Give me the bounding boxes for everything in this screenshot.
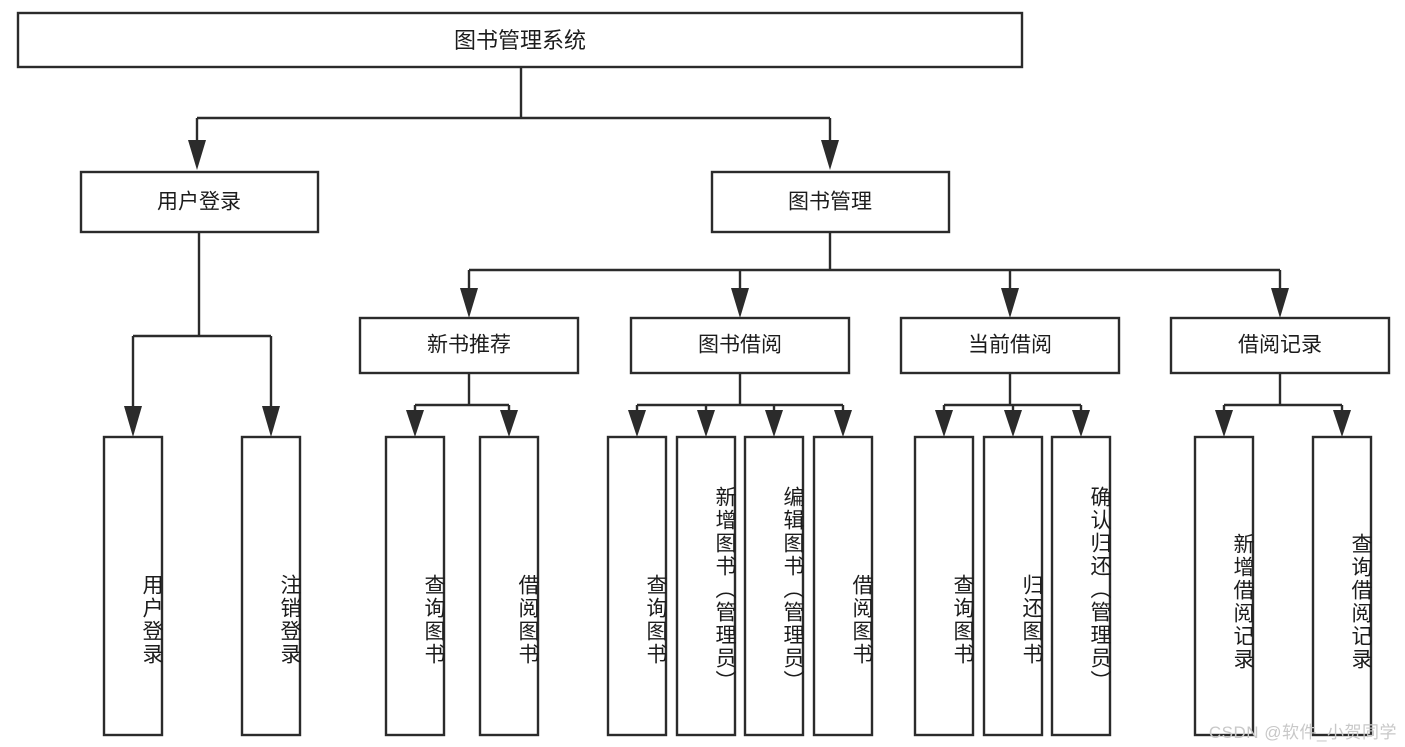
connector-group-root <box>188 67 839 170</box>
connector-group-current-borrow <box>935 373 1090 437</box>
leaf-box-logout[interactable] <box>240 435 302 737</box>
node-borrow-record-box[interactable] <box>1169 316 1391 375</box>
node-root-label: 图书管理系统 <box>454 28 586 53</box>
node-book-manage-label: 图书管理 <box>788 191 872 214</box>
node-book-borrow-box[interactable] <box>629 316 851 375</box>
node-book-borrow[interactable]: 图书借阅 <box>629 316 851 375</box>
connector-group-borrow-record <box>1215 373 1351 437</box>
leaf-box-query-book-3[interactable] <box>913 435 975 737</box>
leaf-box-edit-book[interactable] <box>743 435 805 737</box>
leaf-box-return-book[interactable] <box>982 435 1044 737</box>
leaf-box-query-book-2[interactable] <box>606 435 668 737</box>
connector-group-book-borrow <box>628 373 852 437</box>
connector-group-book-manage <box>460 232 1289 318</box>
node-new-book-rec-box[interactable] <box>358 316 580 375</box>
arrow-current-borrow-leaf-3 <box>1072 410 1090 437</box>
node-book-manage-box[interactable] <box>710 170 951 234</box>
leaf-box-borrow-book-1[interactable] <box>478 435 540 737</box>
arrow-book-borrow-leaf-4 <box>834 410 852 437</box>
connector-group-user-login <box>124 232 280 437</box>
node-root-box[interactable] <box>16 11 1024 69</box>
node-current-borrow[interactable]: 当前借阅 <box>899 316 1121 375</box>
arrow-current-borrow-leaf-2 <box>1004 410 1022 437</box>
leaf-box-borrow-book-2[interactable] <box>812 435 874 737</box>
arrow-book-borrow-leaf-1 <box>628 410 646 437</box>
arrow-current-borrow-leaf-1 <box>935 410 953 437</box>
leaf-box-query-record[interactable] <box>1311 435 1373 737</box>
node-current-borrow-box[interactable] <box>899 316 1121 375</box>
arrow-new-book-rec-leaf-2 <box>500 410 518 437</box>
arrow-borrow-record-leaf-1 <box>1215 410 1233 437</box>
node-book-borrow-label: 图书借阅 <box>698 334 782 357</box>
arrow-book-manage-to-borrow-record <box>1271 288 1289 318</box>
leaf-box-confirm-return[interactable] <box>1050 435 1112 737</box>
arrow-root-to-book-manage <box>821 140 839 170</box>
leaf-box-query-book-1[interactable] <box>384 435 446 737</box>
arrow-book-borrow-leaf-2 <box>697 410 715 437</box>
arrow-new-book-rec-leaf-1 <box>406 410 424 437</box>
connector-group-new-book-rec <box>406 373 518 437</box>
node-borrow-record[interactable]: 借阅记录 <box>1169 316 1391 375</box>
node-root[interactable]: 图书管理系统 <box>16 11 1024 69</box>
leaf-box-add-record[interactable] <box>1193 435 1255 737</box>
leaf-box-add-book[interactable] <box>675 435 737 737</box>
node-user-login[interactable]: 用户登录 <box>79 170 320 234</box>
arrow-book-manage-to-new-book-rec <box>460 288 478 318</box>
node-borrow-record-label: 借阅记录 <box>1238 334 1322 357</box>
node-current-borrow-label: 当前借阅 <box>968 334 1052 357</box>
arrow-user-login-leaf-1 <box>124 406 142 437</box>
node-new-book-rec-label: 新书推荐 <box>427 334 511 357</box>
watermark-text: CSDN @软件_小贺同学 <box>1208 723 1397 742</box>
arrow-root-to-user-login <box>188 140 206 170</box>
arrow-book-manage-to-current-borrow <box>1001 288 1019 318</box>
leaf-box-user-login[interactable] <box>102 435 164 737</box>
arrow-book-borrow-leaf-3 <box>765 410 783 437</box>
node-book-manage[interactable]: 图书管理 <box>710 170 951 234</box>
arrow-book-manage-to-book-borrow <box>731 288 749 318</box>
node-new-book-rec[interactable]: 新书推荐 <box>358 316 580 375</box>
node-user-login-label: 用户登录 <box>157 191 241 214</box>
node-user-login-box[interactable] <box>79 170 320 234</box>
arrow-borrow-record-leaf-2 <box>1333 410 1351 437</box>
arrow-user-login-leaf-2 <box>262 406 280 437</box>
